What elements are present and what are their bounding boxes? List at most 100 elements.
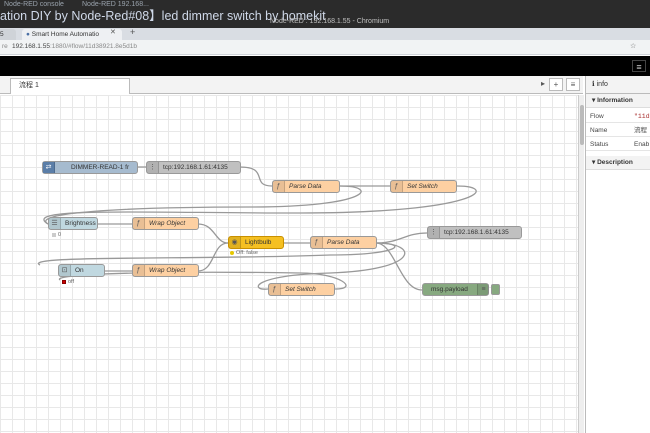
url-host: 192.168.1.55 [12,43,50,50]
on-status: off [62,279,74,285]
tab-flow-1[interactable]: 流程 1 [10,78,130,94]
node-label: tcp:192.168.1.61:4135 [444,229,509,236]
ghost-tab-2: Node-RED 192.168... [82,1,149,8]
info-row-flow: Flow "11d [586,110,650,123]
node-label: Parse Data [289,183,322,190]
wire [375,242,423,291]
node-label: Parse Data [327,239,360,246]
node-label: tcp:192.168.1.61:4135 [163,164,228,171]
canvas-scrollbar[interactable] [578,95,584,433]
node-set-switch-1[interactable]: ƒ Set Switch [390,180,457,193]
status-dot-icon [52,232,56,237]
info-sidebar: ℹ info ▾ Information Flow "11d Name 流程 S… [585,76,650,433]
node-label: Set Switch [407,183,438,190]
function-icon: ƒ [269,284,281,295]
function-icon: ƒ [133,265,145,276]
chromium-icon: ● [26,31,30,38]
url-path: :1880/#flow/11d38921.8e5d1b [49,43,137,50]
function-icon: ƒ [391,181,403,192]
scrollbar-thumb[interactable] [580,105,584,145]
video-title-banner: Node-RED console Node-RED 192.168... ati… [0,0,650,28]
chevron-down-icon: ▾ [592,97,596,104]
function-icon: ƒ [311,237,323,248]
bookmark-star-icon[interactable]: ☆ [630,43,637,50]
node-tcp-out[interactable]: ⋮ tcp:192.168.1.61:4135 [427,226,522,239]
status-text: 0 [58,232,62,238]
row-value: "11d [634,113,650,120]
node-label: Set Switch [285,286,316,293]
tcp-icon: ⇄ [43,162,55,173]
row-key: Name [590,127,608,134]
flow-list-button[interactable]: ≡ [566,78,580,91]
node-parse-data-1[interactable]: ƒ Parse Data [272,180,340,193]
wire [45,185,362,225]
homekit-icon: ⊡ [59,265,71,276]
lightbulb-status: Off: false [230,250,258,256]
wire [197,223,229,244]
wire [375,232,428,244]
address-bar[interactable]: re 192.168.1.55:1880/#flow/11d38921.8e5d… [0,40,650,55]
section-information-label: Information [597,97,633,104]
wire [239,166,273,187]
node-tcp-in[interactable]: ⋮ tcp:192.168.1.61:4135 [146,161,241,174]
row-key: Flow [590,113,604,120]
menu-icon[interactable]: ≡ [632,60,646,72]
section-information[interactable]: ▾ Information [586,94,650,108]
brightness-status: 0 [52,232,61,238]
status-dot-icon [62,279,66,284]
status-text: Off: false [236,250,258,256]
node-label: DIMMER-READ-1 fr [71,164,130,171]
section-description[interactable]: ▾ Description [586,156,650,170]
node-set-switch-2[interactable]: ƒ Set Switch [268,283,335,296]
node-wrap-object-2[interactable]: ƒ Wrap Object [132,264,199,277]
browser-tab-smart-home[interactable]: ● Smart Home Automatio [22,29,122,40]
chevron-down-icon: ▾ [592,159,596,166]
close-tab-icon[interactable]: ✕ [110,29,116,36]
scroll-tabs-button[interactable]: ▸ [540,79,545,88]
browser-tab-label: Smart Home Automatio [31,31,99,38]
node-wrap-object-1[interactable]: ƒ Wrap Object [132,217,199,230]
function-icon: ƒ [273,181,285,192]
info-icon: ℹ [592,81,595,88]
workspace-tab-bar: 流程 1 ▸ + ≡ [0,76,583,94]
tcp-icon: ⋮ [147,162,159,173]
row-value: Enab [634,141,650,148]
function-icon: ƒ [133,218,145,229]
node-brightness[interactable]: ☰ Brightness [48,217,98,230]
wire [197,242,229,272]
node-label: Wrap Object [149,220,186,227]
info-row-name: Name 流程 [586,124,650,137]
node-label: msg.payload [431,286,468,293]
row-key: Status [590,141,609,148]
wire [37,242,396,266]
tab-info[interactable]: ℹ info [586,76,650,94]
wire [43,185,477,225]
status-text: off [68,279,75,285]
lightbulb-icon: ◉ [229,237,241,248]
add-flow-button[interactable]: + [549,78,563,91]
info-row-status: Status Enab [586,138,650,151]
node-parse-data-2[interactable]: ƒ Parse Data [310,236,377,249]
node-msg-payload[interactable]: msg.payload ≡ [422,283,489,296]
debug-icon: ≡ [477,284,489,295]
node-label: Brightness [65,220,96,227]
wire [257,242,406,290]
node-dimmer-read[interactable]: ⇄ DIMMER-READ-1 fr [42,161,138,174]
tab-info-label: info [596,81,608,88]
node-on[interactable]: ⊡ On [58,264,105,277]
node-label: On [75,267,84,274]
node-label: Wrap Object [149,267,186,274]
url-text[interactable]: 192.168.1.55:1880/#flow/11d38921.8e5d1b [12,43,137,50]
homekit-icon: ☰ [49,218,61,229]
debug-toggle-button[interactable] [491,284,500,295]
new-tab-button[interactable]: + [130,27,136,37]
tcp-icon: ⋮ [428,227,440,238]
node-lightbulb[interactable]: ◉ Lightbulb [228,236,284,249]
flow-tab-label: 流程 1 [19,82,39,89]
ghost-tab-1: Node-RED console [4,1,64,8]
node-label: Lightbulb [245,239,272,246]
flow-canvas[interactable]: ⇄ DIMMER-READ-1 fr ⋮ tcp:192.168.1.61:41… [0,95,578,433]
browser-tab-0[interactable]: 5 [0,29,16,40]
window-title: Node-RED : 192.168.1.55 - Chromium [270,18,390,25]
browser-tab-strip: 5 ● Smart Home Automatio ✕ + [0,27,650,40]
